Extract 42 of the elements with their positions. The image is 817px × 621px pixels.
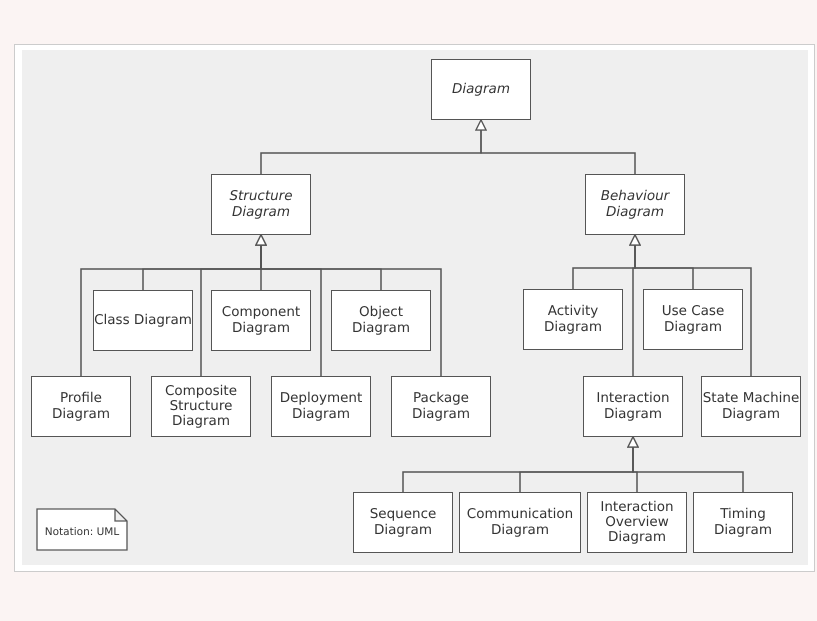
- class-box: [331, 290, 431, 351]
- diagram-name: Structure Diagram: [228, 189, 294, 220]
- diagram-name: Use Case Diagram: [660, 304, 726, 335]
- diagram-name: State Machine Diagram: [702, 391, 800, 422]
- diagram-name: Communication Diagram: [466, 507, 574, 538]
- diagram-name: Sequence Diagram: [368, 507, 438, 538]
- diagram-name: Composite Structure Diagram: [164, 384, 238, 430]
- class-box: [211, 174, 311, 235]
- note-text: Notation: UML: [44, 524, 120, 538]
- class-box: [643, 289, 743, 350]
- class-box: [431, 59, 531, 120]
- diagram-name: Interaction Diagram: [595, 391, 671, 422]
- generalization-arrow: [629, 234, 752, 376]
- generalization-arrow: [255, 234, 442, 376]
- class-box: [391, 376, 491, 437]
- class-box: [31, 376, 131, 437]
- class-box: [523, 289, 623, 350]
- diagram-name: Object Diagram: [351, 305, 411, 336]
- class-box: [211, 290, 311, 351]
- class-box: [151, 376, 251, 437]
- diagram-name: Timing Diagram: [713, 507, 773, 538]
- class-box: [353, 492, 453, 553]
- class-box: [583, 376, 683, 437]
- diagram-name: Behaviour Diagram: [600, 189, 671, 220]
- diagram-name: Deployment Diagram: [278, 391, 364, 422]
- diagram-name: Class Diagram: [94, 312, 192, 328]
- diagram-name: Component Diagram: [220, 305, 302, 336]
- class-box: [459, 492, 581, 553]
- diagram-name: Interaction Overview Diagram: [599, 500, 675, 546]
- diagram-name: Diagram: [452, 82, 510, 98]
- class-box: [585, 174, 685, 235]
- diagram-name: Activity Diagram: [543, 304, 603, 335]
- class-box: [587, 492, 687, 553]
- diagram-name: Profile Diagram: [51, 391, 111, 422]
- class-box: [701, 376, 801, 437]
- diagram-name: Package Diagram: [411, 391, 471, 422]
- class-box: [693, 492, 793, 553]
- class-box: [271, 376, 371, 437]
- generalization-arrow: [475, 119, 636, 174]
- note-box: [36, 508, 128, 551]
- generalization-arrow: [627, 436, 744, 492]
- class-box: [93, 290, 193, 351]
